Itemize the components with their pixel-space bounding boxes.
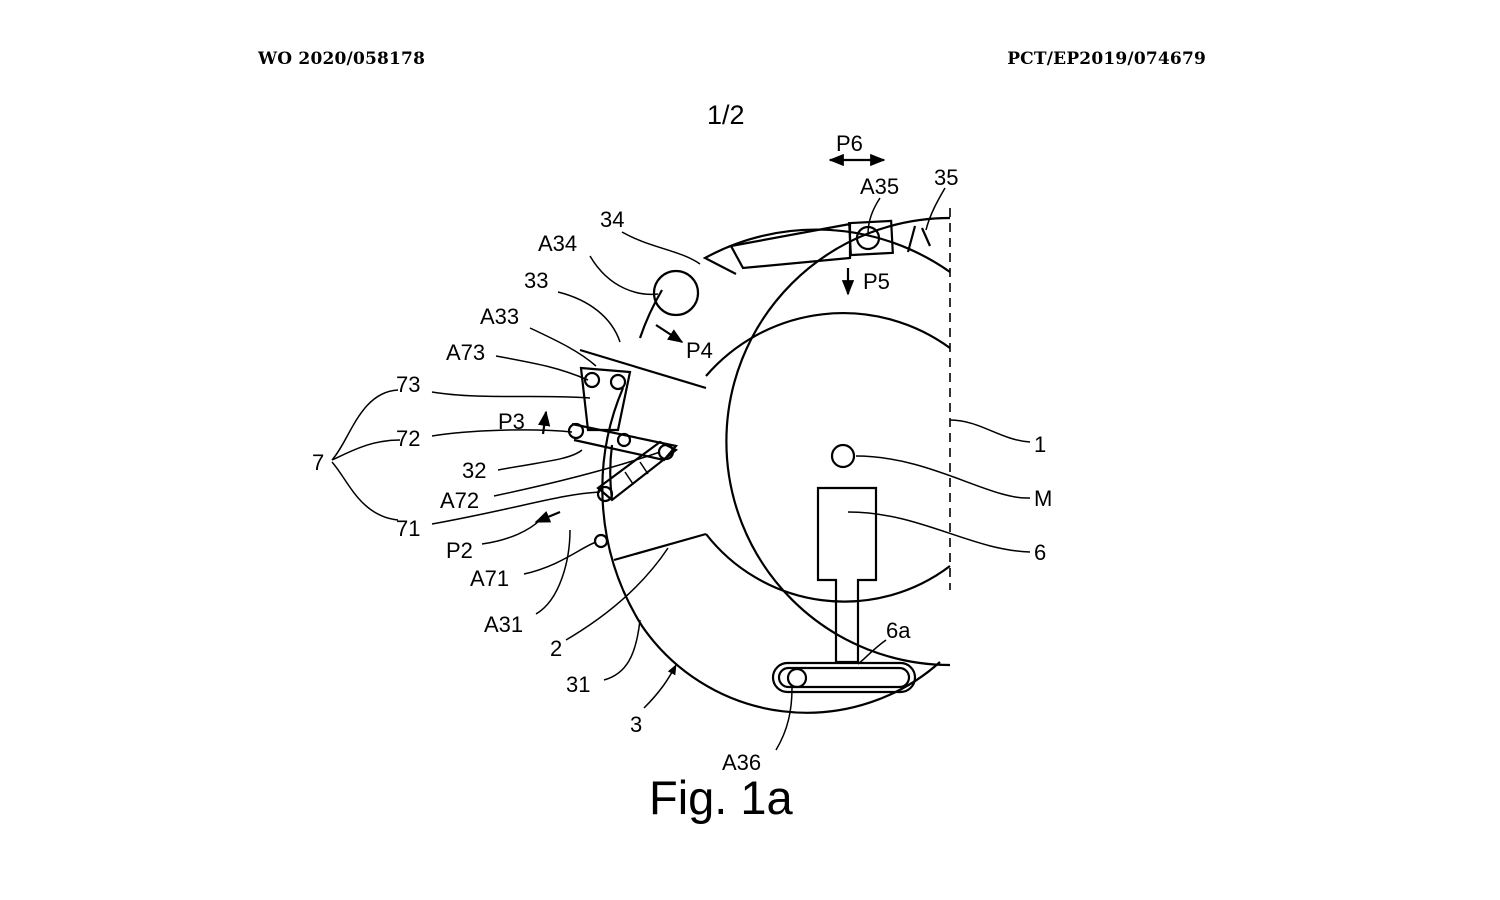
patent-application-number: PCT/EP2019/074679 xyxy=(1007,49,1206,69)
leader-32 xyxy=(497,449,583,471)
figure-caption: Fig. 1a xyxy=(649,771,793,824)
label-73: 73 xyxy=(396,372,420,397)
leader-A73 xyxy=(495,355,589,381)
leader-A33 xyxy=(529,327,597,367)
leader-A72 xyxy=(493,451,661,497)
leader-M xyxy=(855,455,1031,499)
label-6: 6 xyxy=(1034,540,1046,565)
leader-35 xyxy=(925,187,946,231)
lever-73 xyxy=(579,366,632,432)
joint-A34 xyxy=(652,269,700,317)
label-M: M xyxy=(1034,486,1052,511)
arrow-3 xyxy=(643,664,677,709)
disc-edge-lower xyxy=(705,533,951,603)
pin-A71-upper xyxy=(596,485,614,503)
label-A35: A35 xyxy=(860,174,899,199)
pin-72-a xyxy=(567,422,585,440)
patent-publication-number: WO 2020/058178 xyxy=(258,49,426,69)
pin-A36 xyxy=(786,667,808,689)
sheet-number: 1/2 xyxy=(707,100,745,130)
lever-71-hatch-2 xyxy=(639,461,649,475)
pin-72-b xyxy=(616,432,632,448)
slot-35-edge xyxy=(920,227,932,247)
leader-P2 xyxy=(481,519,541,545)
label-34: 34 xyxy=(600,207,624,232)
label-P4: P4 xyxy=(686,338,713,363)
label-33: 33 xyxy=(524,268,548,293)
label-2: 2 xyxy=(550,636,562,661)
label-A72: A72 xyxy=(440,488,479,513)
leader-6a xyxy=(857,639,887,665)
leader-A36 xyxy=(775,687,793,751)
bracket-7 xyxy=(331,389,401,521)
leader-31 xyxy=(603,619,641,681)
leader-2 xyxy=(565,547,669,641)
label-A73: A73 xyxy=(446,340,485,365)
leader-A35 xyxy=(867,197,881,235)
slot-6a xyxy=(771,661,917,694)
label-P3: P3 xyxy=(498,409,525,434)
leader-34 xyxy=(621,231,701,265)
label-6a: 6a xyxy=(886,618,911,643)
leader-72 xyxy=(431,429,573,437)
ring-inner-edge-lower xyxy=(601,289,941,714)
lever-71-hatch xyxy=(624,471,634,485)
slot-35 xyxy=(729,222,852,270)
segment-33-edge xyxy=(579,348,707,390)
segment-2-edge xyxy=(613,532,707,562)
leader-1 xyxy=(949,419,1031,443)
pin-holder-A35 xyxy=(848,219,894,257)
leader-A31 xyxy=(535,529,571,615)
label-7: 7 xyxy=(312,450,324,475)
label-P5: P5 xyxy=(863,269,890,294)
label-1: 1 xyxy=(1034,432,1046,457)
leader-6 xyxy=(847,511,1031,553)
arrow-P4 xyxy=(655,324,684,343)
label-3: 3 xyxy=(630,712,642,737)
label-A31: A31 xyxy=(484,612,523,637)
label-32: 32 xyxy=(462,458,486,483)
pin-A73-a xyxy=(583,371,601,389)
leader-33 xyxy=(557,291,621,343)
lever-6 xyxy=(816,486,878,664)
outer-ring-edge xyxy=(725,216,951,667)
label-P6: P6 xyxy=(836,131,863,156)
leader-A71 xyxy=(523,541,597,575)
label-A71: A71 xyxy=(470,566,509,591)
slot-6a-inner xyxy=(777,666,911,689)
point-M xyxy=(830,443,856,469)
label-31: 31 xyxy=(566,672,590,697)
label-A36: A36 xyxy=(722,750,761,775)
label-72: 72 xyxy=(396,426,420,451)
label-P2: P2 xyxy=(446,538,473,563)
label-35: 35 xyxy=(934,165,958,190)
pin-A71 xyxy=(593,533,609,549)
leader-71 xyxy=(431,491,601,525)
disc-edge-upper xyxy=(705,312,951,377)
leader-A34 xyxy=(589,255,659,296)
label-A33: A33 xyxy=(480,304,519,329)
leader-73 xyxy=(431,391,591,399)
pin-A73-b xyxy=(609,373,627,391)
slot-35-divider xyxy=(906,225,917,253)
label-71: 71 xyxy=(396,516,420,541)
label-A34: A34 xyxy=(538,231,577,256)
